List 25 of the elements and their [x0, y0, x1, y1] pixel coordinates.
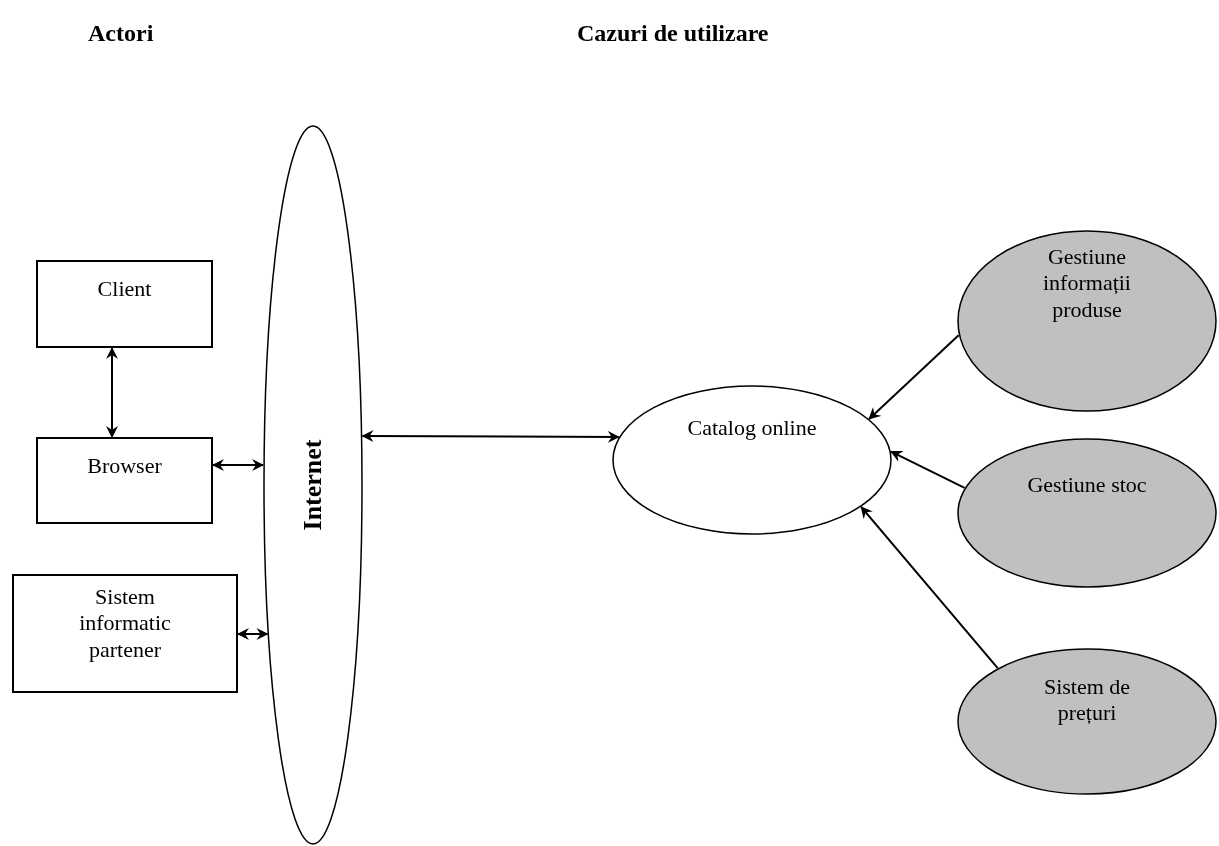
node-label: Browser [86, 453, 163, 480]
arrow [868, 334, 960, 420]
use-case-ellipse [957, 230, 1217, 412]
actor-box [36, 260, 213, 348]
arrow [890, 450, 966, 489]
column-heading: Actori [88, 20, 154, 47]
node-label: Internet [297, 439, 329, 531]
actor-box [36, 437, 213, 524]
actor-box [12, 574, 238, 693]
use-case-ellipse [957, 438, 1217, 588]
arrow [860, 505, 999, 670]
use-case-ellipse [957, 648, 1217, 795]
node-label: Sistem de prețuri [1042, 674, 1132, 727]
use-case-ellipse [612, 385, 892, 535]
node-label: Gestiune stoc [1026, 472, 1148, 499]
column-heading: Cazuri de utilizare [577, 20, 769, 47]
node-label: Sistem informatic partener [78, 584, 172, 664]
arrow [361, 430, 620, 443]
arrow [237, 628, 269, 640]
arrow [212, 459, 265, 471]
node-label: Gestiune informații produse [1042, 244, 1132, 324]
network-ellipse [263, 125, 363, 845]
node-label: Catalog online [686, 415, 818, 442]
node-label: Client [96, 276, 153, 303]
arrow [106, 347, 118, 438]
